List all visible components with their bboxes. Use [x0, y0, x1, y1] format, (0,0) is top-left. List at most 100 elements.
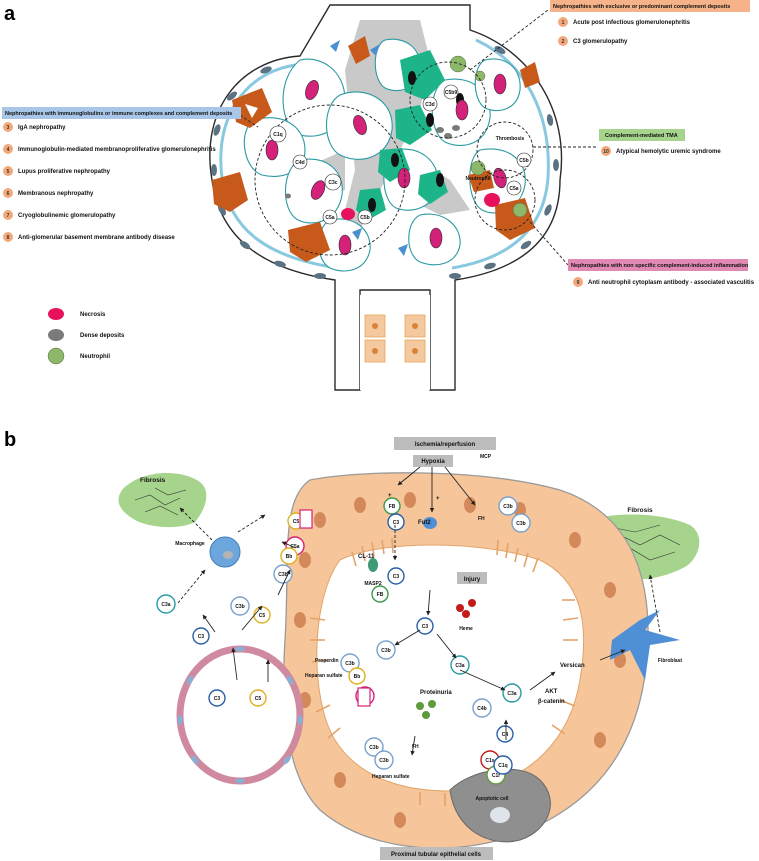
group-item-number-badge [3, 188, 13, 198]
group-item-label: Atypical hemolytic uremic syndrome [616, 149, 721, 155]
component-c3b-r1: C3b [503, 504, 512, 510]
vessel-cells [177, 646, 303, 784]
group-item-label: Immunoglobulin-mediated membranoprolifer… [18, 147, 216, 153]
group-item-number-badge [3, 232, 13, 242]
group-item-number: 3 [7, 125, 10, 131]
component-c3b-fh1-marker [364, 737, 384, 757]
group-item-label: C3 glomerulopathy [573, 39, 628, 45]
group-item-number-badge [558, 17, 568, 27]
fut2-label: Fut2 [418, 520, 431, 526]
group-item-number-badge [3, 144, 13, 154]
plus-2: + [436, 496, 440, 502]
fibrosis-left-blob [118, 472, 207, 528]
masp2-label: MASP2 [364, 581, 381, 587]
component-c3b-fh2-marker [374, 750, 394, 770]
ischemia-label: Ischemia/reperfusion [415, 442, 476, 448]
plus-1: + [388, 493, 392, 499]
panel-a-connectors [239, 9, 598, 266]
fig-c1q: C1q [273, 132, 282, 138]
fibroblast-cell [610, 610, 680, 680]
cl11-label: CL-11 [358, 554, 375, 560]
component-c1q-marker [493, 755, 513, 775]
fh-top-label: FH [478, 516, 485, 522]
tubule-lumen [316, 544, 585, 792]
component-c3-mid-marker [387, 567, 405, 585]
group-item-number: 7 [7, 213, 10, 219]
component-c3b-left: C3b [235, 604, 244, 610]
macrophage-label: Macrophage [175, 541, 205, 547]
component-c3-top: C3 [393, 520, 400, 526]
group-item-number-badge [601, 146, 611, 156]
group-item-label: Lupus proliferative nephropathy [18, 169, 111, 175]
group-non-specific: Nephropathies with non specific compleme… [568, 259, 755, 287]
tubule-label: Proximal tubular epithelial cells [391, 852, 482, 858]
component-bb-marker [280, 547, 298, 565]
fibroblast-label: Fibroblast [658, 658, 683, 664]
component-c3b-fh2: C3b [379, 758, 388, 764]
group-item-number: 6 [7, 191, 10, 197]
component-c3-mid: C3 [393, 574, 400, 580]
group-complement-exclusive: Nephropathies with exclusive or predomin… [550, 0, 750, 46]
fig-c5b-tma: C5b [519, 158, 528, 164]
component-c5-left: C5 [259, 613, 266, 619]
group-item-label: Membranous nephropathy [18, 191, 94, 197]
component-c5-vessel: C5 [255, 696, 262, 702]
beta-catenin-label: β-catenin [538, 699, 565, 705]
fig-c5b: C5b [360, 215, 369, 221]
component-fb1-marker [383, 497, 401, 515]
glomerulus-illustration: C1q C3c C5a C5b C3d C5b9 C5b Thrombosis … [209, 4, 563, 391]
mac-complex-box [299, 509, 313, 529]
component-bb: Bb [286, 554, 293, 560]
component-c1s: C1s [485, 758, 494, 764]
component-c3b-r2: C3b [516, 521, 525, 527]
component-c4: C4 [502, 732, 509, 738]
fibrosis-left-label: Fibrosis [140, 477, 166, 484]
component-c4-marker [496, 725, 514, 743]
component-c3-top-marker [387, 513, 405, 531]
group-item-number: 10 [603, 149, 609, 155]
group-item-number-badge [558, 36, 568, 46]
versican-label: Versican [560, 663, 585, 669]
component-c5a: C5a [290, 544, 299, 550]
proteinuria-label: Proteinuria [420, 690, 452, 696]
mcp-label: MCP [480, 454, 492, 460]
group-item-number-badge [3, 210, 13, 220]
fig-neutrophil: Neutrophil [466, 176, 492, 182]
properdin-label: Properdin [315, 658, 339, 664]
group-item-label: Anti neutrophil cytoplasm antibody - ass… [588, 280, 755, 286]
hypoxia-label: Hypoxia [421, 459, 445, 465]
component-c3b-left-marker [230, 596, 250, 616]
group-item-number: 8 [7, 235, 10, 241]
component-c4b: C4b [477, 706, 486, 712]
fig-c3c-1: C3c [328, 180, 337, 186]
group-item-label: IgA nephropathy [18, 125, 66, 131]
group-non-specific-header: Nephropathies with non specific compleme… [571, 263, 749, 269]
group-item-label: Anti-glomerular basement membrane antibo… [18, 235, 175, 241]
fig-c3d: C3d [425, 102, 434, 108]
panel-b-arrows [177, 466, 661, 756]
group-immunoglobulin: Nephropathies with immunoglobulins or im… [2, 107, 241, 242]
component-c3b-center-marker [376, 640, 396, 660]
component-bb-prop-marker [348, 667, 366, 685]
component-c3b-r1-marker [498, 496, 518, 516]
group-complement-exclusive-header: Nephropathies with exclusive or predomin… [553, 4, 730, 10]
fig-c4d: C4d [295, 160, 304, 166]
fig-c5a: C5a [325, 215, 334, 221]
component-c3a-center: C3a [455, 663, 464, 669]
component-fb2-marker [371, 585, 389, 603]
component-c3-left: C3 [198, 634, 205, 640]
legend-swatch [48, 308, 64, 320]
akt-label: AKT [545, 689, 558, 695]
injury-label: Injury [464, 577, 481, 583]
component-c3-vessel-marker [208, 689, 226, 707]
component-c3b-center: C3b [381, 648, 390, 654]
component-fb1: FB [389, 504, 396, 510]
fh-bottom-label: FH [412, 744, 419, 750]
fibrosis-right-label: Fibrosis [627, 507, 653, 514]
group-item-label: Cryoglobulinemic glomerulopathy [18, 213, 116, 219]
component-c3b-mid-marker [273, 564, 293, 584]
group-item-number: 4 [7, 147, 10, 153]
component-c3-center-marker [416, 617, 434, 635]
